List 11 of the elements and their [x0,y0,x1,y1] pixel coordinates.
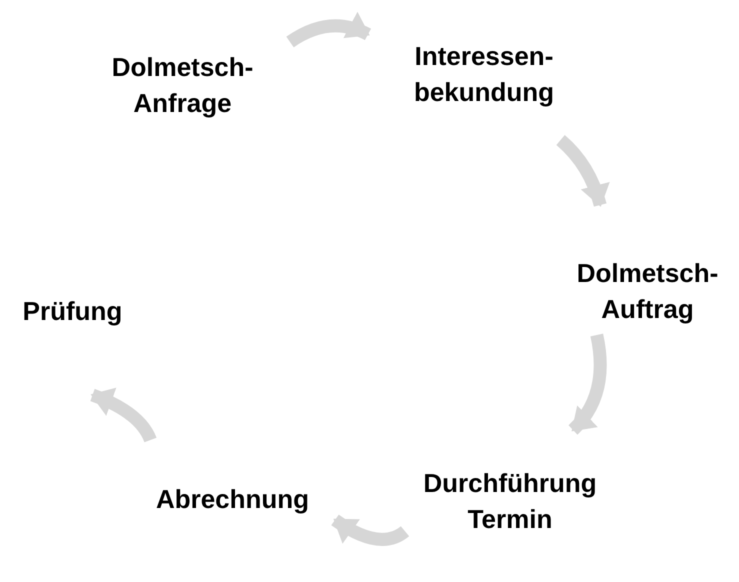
step-label: Dolmetsch- Anfrage [110,51,254,120]
curved-arrow [556,135,610,207]
step-label: Dolmetsch- Auftrag [576,257,720,326]
step-label: Interessen- bekundung [412,40,556,109]
curved-arrow [331,514,409,546]
step-label: Prüfung [22,295,122,328]
curved-arrow [568,334,607,435]
curved-arrow [90,388,156,443]
step-label: Durchführung Termin [422,467,598,536]
step-label: Abrechnung [156,483,310,516]
curved-arrow [286,12,371,48]
